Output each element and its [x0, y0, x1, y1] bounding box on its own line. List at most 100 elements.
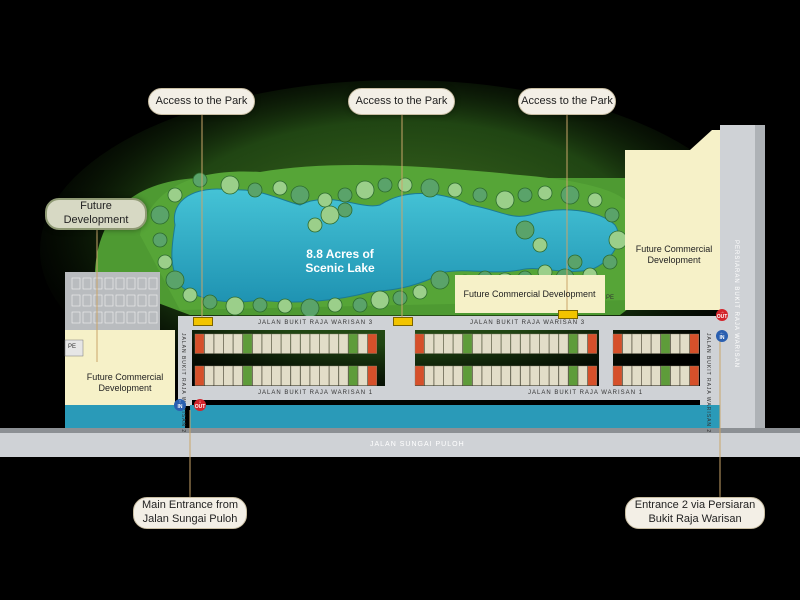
tree: [157, 254, 173, 270]
housing-unit: [670, 333, 680, 354]
housing-unit: [539, 365, 549, 386]
tree: [337, 202, 353, 218]
housing-unit: [348, 365, 358, 386]
housing-unit: [680, 333, 690, 354]
arrow-down-icon: ↓: [198, 399, 202, 405]
housing-unit: [204, 333, 214, 354]
housing-unit: [252, 365, 262, 386]
housing-unit: [281, 333, 291, 354]
housing-units: [194, 333, 699, 386]
housing-unit: [462, 333, 473, 354]
tree: [517, 187, 533, 203]
housing-unit: [424, 333, 434, 354]
street-3-label-b: JALAN BUKIT RAJA WARISAN 3: [470, 320, 586, 326]
housing-unit: [689, 365, 699, 386]
housing-unit: [520, 333, 530, 354]
housing-unit: [651, 365, 661, 386]
housing-unit: [338, 333, 349, 354]
housing-unit: [578, 333, 588, 354]
housing-unit: [453, 365, 463, 386]
tree: [247, 182, 263, 198]
tree: [392, 290, 408, 306]
housing-unit: [358, 333, 368, 354]
parking-bay: [71, 311, 81, 324]
housing-unit: [520, 365, 530, 386]
tree: [300, 298, 320, 318]
housing-unit: [414, 333, 425, 354]
housing-unit: [281, 365, 291, 386]
tree: [290, 185, 310, 205]
main-road-edge: [0, 428, 800, 433]
housing-unit: [558, 365, 569, 386]
tree: [567, 254, 583, 270]
callout-future-development: Future Development: [45, 198, 147, 230]
housing-unit: [223, 365, 234, 386]
housing-unit: [319, 365, 329, 386]
parking-bay: [148, 311, 158, 324]
tree: [602, 254, 618, 270]
median-road-1: [385, 316, 415, 400]
right-road: [720, 125, 760, 435]
tree: [472, 187, 488, 203]
housing-unit: [233, 333, 243, 354]
housing-unit: [213, 365, 224, 386]
tree: [307, 217, 323, 233]
housing-unit: [612, 333, 623, 354]
parking-bay: [115, 311, 125, 324]
housing-unit: [612, 365, 623, 386]
housing-unit: [472, 333, 482, 354]
housing-unit: [510, 365, 521, 386]
commercial-center-block: [455, 275, 605, 313]
housing-unit: [587, 333, 597, 354]
housing-unit: [680, 365, 690, 386]
housing-unit: [367, 365, 377, 386]
housing-unit: [300, 365, 310, 386]
housing-unit: [530, 333, 540, 354]
street-1-label-b: JALAN BUKIT RAJA WARISAN 1: [528, 390, 644, 396]
tree: [272, 180, 288, 196]
housing-unit: [491, 333, 501, 354]
tree: [604, 207, 620, 223]
housing-unit: [660, 333, 671, 354]
housing-unit: [510, 333, 521, 354]
pe-marker-left: PE: [68, 344, 77, 350]
housing-unit: [568, 365, 578, 386]
tree: [560, 185, 580, 205]
tree: [447, 182, 463, 198]
parking-bay: [104, 311, 114, 324]
arrow-left-icon: ←: [719, 330, 725, 336]
tree: [252, 297, 268, 313]
housing-unit: [348, 333, 358, 354]
commercial-right-label: Future Commercial Development: [635, 244, 713, 265]
tree: [412, 284, 428, 300]
park-access-plate-1: [193, 317, 213, 326]
housing-unit: [443, 333, 453, 354]
out-badge-main: ↓OUT: [194, 399, 206, 411]
street-1-label-a: JALAN BUKIT RAJA WARISAN 1: [258, 390, 374, 396]
parking-bay: [93, 311, 103, 324]
housing-unit: [252, 333, 262, 354]
housing-unit: [434, 333, 444, 354]
housing-unit: [670, 365, 680, 386]
in-badge-label: IN: [719, 335, 725, 341]
main-road-label: JALAN SUNGAI PULOH: [370, 441, 465, 448]
arrow-right-icon: →: [719, 309, 725, 315]
housing-unit: [632, 365, 642, 386]
parking-bay: [137, 294, 147, 307]
street-2-right: [700, 316, 720, 406]
main-road: [0, 433, 800, 457]
in-badge-label: IN: [177, 404, 183, 410]
parking-bay: [126, 311, 136, 324]
parking-bay: [93, 277, 103, 290]
housing-unit: [530, 365, 540, 386]
tree: [515, 220, 535, 240]
street-3-label-a: JALAN BUKIT RAJA WARISAN 3: [258, 320, 374, 326]
out-badge-entrance-2: →OUT: [716, 309, 728, 321]
commercial-center-label: Future Commercial Development: [463, 288, 596, 299]
housing-unit: [568, 333, 578, 354]
housing-unit: [651, 333, 661, 354]
housing-unit: [194, 365, 205, 386]
housing-unit: [622, 365, 632, 386]
park-access-plate-2: [393, 317, 413, 326]
arrow-up-icon: ↑: [178, 399, 182, 405]
